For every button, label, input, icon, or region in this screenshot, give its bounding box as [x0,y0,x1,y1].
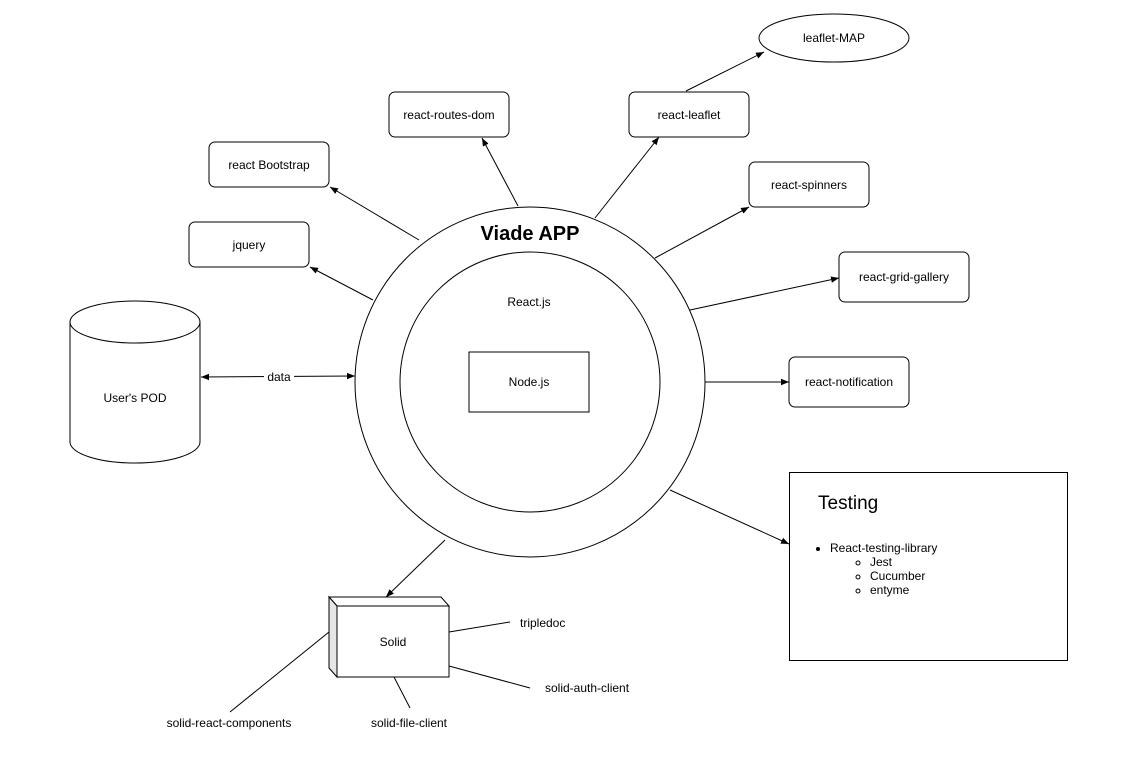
react-leaflet-box [628,91,750,138]
arrow-to-react-grid-gallery [689,276,840,311]
react-routes-dom-box [388,91,510,138]
testing-tool-item: Jest [870,555,937,569]
solid-label: Solid [380,635,407,649]
arrow-to-jquery [309,266,374,301]
node-label: Node.js [509,375,550,389]
react-spinners-box [748,161,870,208]
solid-react-components-label: solid-react-components [167,716,292,730]
react-grid-gallery-label: react-grid-gallery [859,270,949,284]
line-to-solid-file-client [393,676,411,709]
arrow-to-testing [669,489,790,545]
solid-file-client-label: solid-file-client [371,716,448,730]
testing-tool-item: Cucumber [870,569,937,583]
testing-library-item: React-testing-library Jest Cucumber enty… [830,541,937,597]
testing-list: React-testing-library Jest Cucumber enty… [830,541,937,597]
react-bootstrap-box [208,141,330,188]
arrow-to-react-bootstrap [329,186,420,241]
line-to-solid-react-components [229,631,330,713]
arrow-to-react-leaflet [594,136,660,219]
testing-tool-item: entyme [870,583,937,597]
line-to-solid-auth-client [448,665,531,689]
users-pod-label: User's POD [104,391,167,405]
react-label: React.js [507,295,550,309]
arrow-to-solid [385,539,446,598]
arrow-to-leaflet-map [685,51,765,92]
testing-title: Testing [818,493,879,514]
solid-auth-client-label: solid-auth-client [545,681,630,695]
arrow-to-react-routes-dom [481,137,519,207]
app-title: Viade APP [481,223,580,245]
jquery-label: jquery [232,238,266,252]
react-notification-label: react-notification [805,375,893,389]
testing-library-label: React-testing-library [830,541,938,555]
solid-box [327,595,451,679]
node-box [468,351,590,413]
data-link-label: data [267,370,291,384]
leaflet-map-ellipse [758,13,910,63]
react-leaflet-label: react-leaflet [658,108,721,122]
react-routes-dom-label: react-routes-dom [403,108,494,122]
leaflet-map-label: leaflet-MAP [803,31,865,45]
tripledoc-label: tripledoc [520,616,565,630]
users-pod-cylinder [69,300,201,464]
jquery-box [188,221,310,268]
react-grid-gallery-box [838,251,970,303]
line-to-tripledoc [448,621,511,633]
react-spinners-label: react-spinners [771,178,847,192]
react-bootstrap-label: react Bootstrap [228,158,310,172]
testing-panel: Testing React-testing-library Jest Cucum… [789,472,1068,661]
arrow-to-react-spinners [654,206,750,259]
testing-tools-list: Jest Cucumber entyme [830,555,937,597]
